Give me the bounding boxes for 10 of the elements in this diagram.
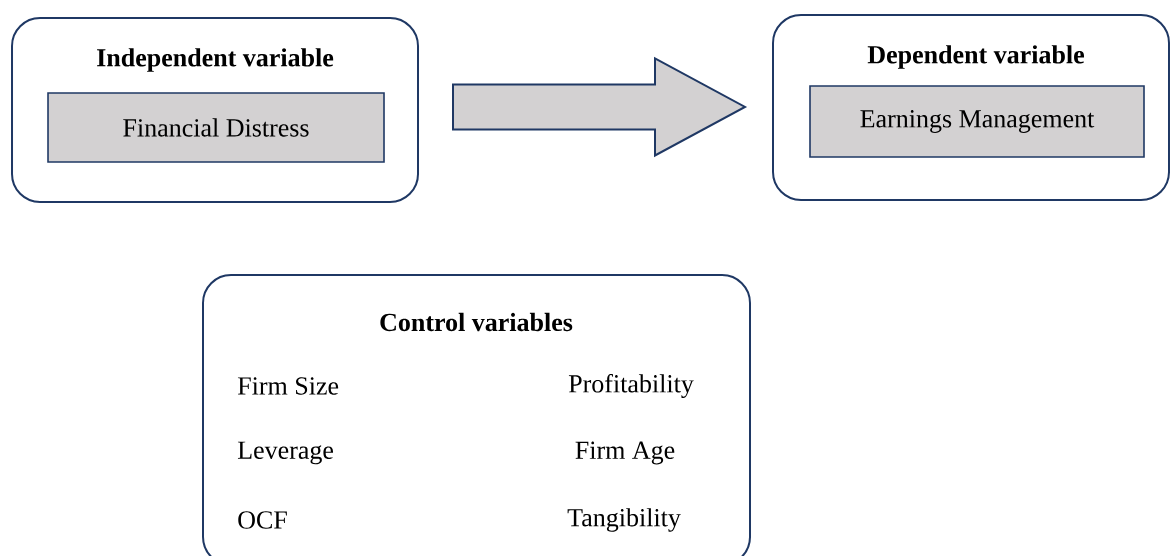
variable-label: Firm Size (237, 377, 339, 395)
variable-label: Leverage (237, 441, 333, 465)
variable-box: Financial Distress (47, 92, 385, 163)
variable-label: Profitability (568, 374, 694, 398)
block-arrow (452, 56, 748, 158)
variable-label: Tangibility (567, 508, 681, 532)
rounded-panel: Control variables Firm Size Profitability Leverage Firm Age OCF Tangibility (202, 274, 751, 556)
variable-label: OCF (238, 511, 287, 529)
variable-label: Firm Age (575, 441, 675, 465)
variable-box: Earnings Management (809, 85, 1145, 158)
